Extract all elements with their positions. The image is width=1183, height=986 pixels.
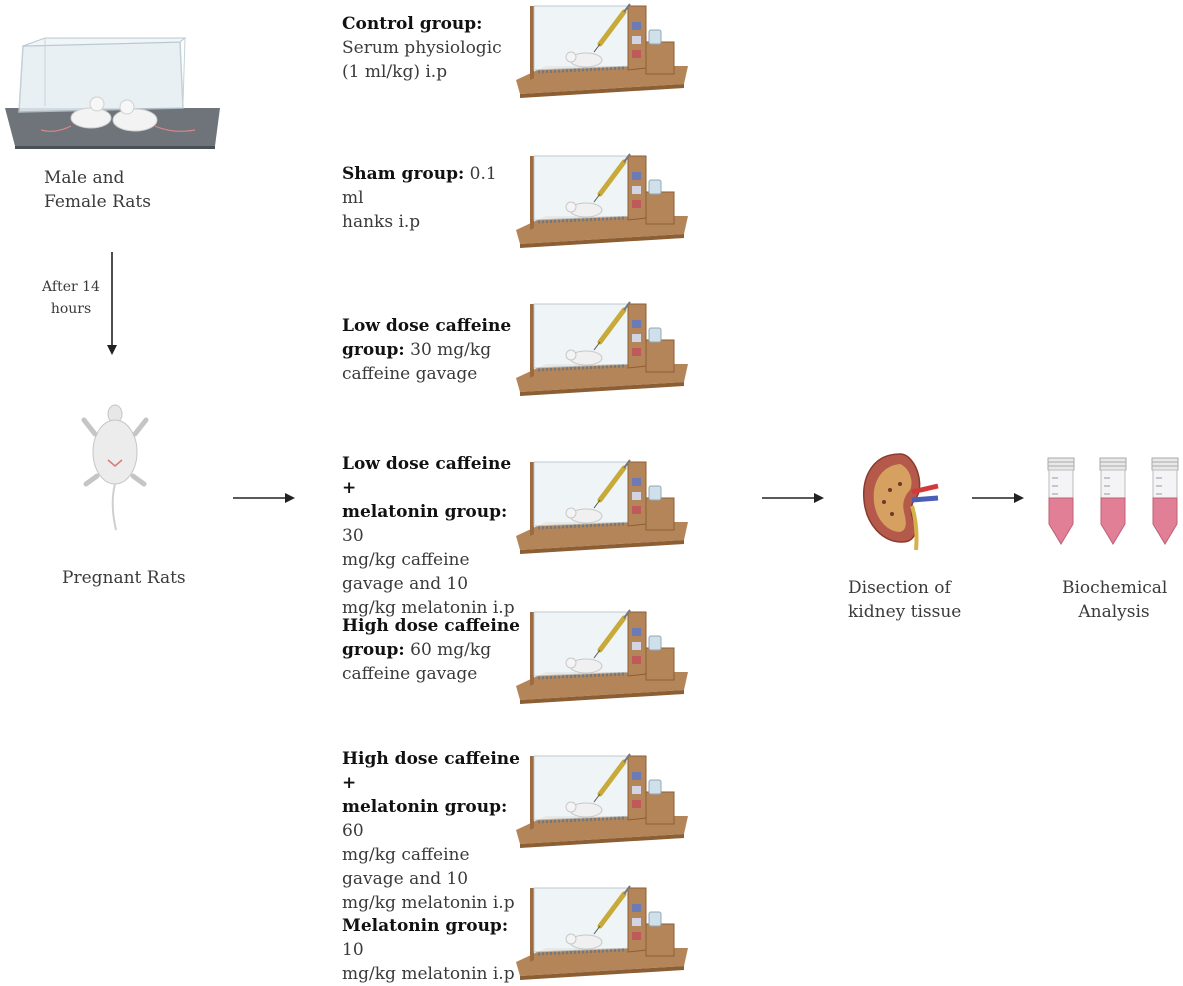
- group-control-line1: Serum physiologic: [342, 38, 502, 58]
- arrow-note: After 14 hours: [38, 276, 104, 320]
- group-control: Control group: Serum physiologic (1 ml/k…: [342, 12, 522, 84]
- test-tube-1: [1047, 457, 1075, 545]
- injection-box-sham: [516, 152, 688, 248]
- arrow-to-groups: [233, 493, 295, 503]
- group-low-caffeine-melatonin-title: Low dose caffeine +: [342, 454, 512, 498]
- group-high-caffeine-melatonin: High dose caffeine + melatonin group: 60…: [342, 747, 522, 915]
- pregnant-rats-caption: Pregnant Rats: [62, 568, 186, 588]
- group-low-caffeine-melatonin-line2: mg/kg caffeine: [342, 550, 470, 570]
- group-high-caffeine-melatonin-line3: gavage and 10: [342, 869, 469, 889]
- kidney-caption: Disection of kidney tissue: [848, 576, 961, 624]
- group-melatonin-line2: mg/kg melatonin i.p: [342, 964, 515, 984]
- group-low-caffeine-melatonin-line3: gavage and 10: [342, 574, 469, 594]
- arrow-to-kidney: [762, 493, 824, 503]
- group-high-caffeine-line2: caffeine gavage: [342, 664, 478, 684]
- group-low-caffeine-line2: caffeine gavage: [342, 364, 478, 384]
- injection-box-low-caffeine-melatonin: [516, 458, 688, 554]
- group-high-caffeine-line1: 60 mg/kg: [410, 640, 492, 660]
- test-tube-2: [1099, 457, 1127, 545]
- group-control-line2: (1 ml/kg) i.p: [342, 62, 448, 82]
- kidney-caption-line2: kidney tissue: [848, 602, 962, 622]
- test-tube-3: [1151, 457, 1179, 545]
- group-low-caffeine-melatonin-line4: mg/kg melatonin i.p: [342, 598, 515, 618]
- group-low-caffeine-line1: 30 mg/kg: [410, 340, 492, 360]
- group-melatonin-title: Melatonin group:: [342, 916, 509, 936]
- injection-box-high-caffeine: [516, 608, 688, 704]
- biochemical-caption-line2: Analysis: [1078, 602, 1150, 622]
- group-high-caffeine-title: High dose caffeine: [342, 616, 520, 636]
- mating-cage-caption-line1: Male and: [44, 168, 125, 188]
- group-sham: Sham group: 0.1 ml hanks i.p: [342, 162, 522, 234]
- down-arrow: [107, 252, 117, 355]
- group-high-caffeine: High dose caffeine group: 60 mg/kg caffe…: [342, 614, 522, 686]
- group-low-caffeine-melatonin: Low dose caffeine + melatonin group: 30 …: [342, 452, 522, 620]
- mating-cage-caption-line2: Female Rats: [44, 192, 151, 212]
- group-high-caffeine-melatonin-line2: mg/kg caffeine: [342, 845, 470, 865]
- kidney-caption-line1: Disection of: [848, 578, 951, 598]
- kidney-illustration: [863, 453, 939, 551]
- group-low-caffeine: Low dose caffeine group: 30 mg/kg caffei…: [342, 314, 522, 386]
- group-melatonin: Melatonin group: 10 mg/kg melatonin i.p: [342, 914, 522, 986]
- group-melatonin-line1: 10: [342, 940, 364, 960]
- group-high-caffeine-melatonin-line4: mg/kg melatonin i.p: [342, 893, 515, 913]
- group-sham-line2: hanks i.p: [342, 212, 421, 232]
- group-control-title: Control group:: [342, 14, 483, 34]
- pregnant-rat-illustration: [81, 404, 149, 531]
- group-low-caffeine-title2: group:: [342, 340, 405, 360]
- arrow-note-line2: hours: [50, 301, 92, 317]
- group-low-caffeine-title: Low dose caffeine: [342, 316, 512, 336]
- group-high-caffeine-melatonin-title2: melatonin group:: [342, 797, 508, 817]
- mating-cage-illustration: [5, 37, 220, 149]
- injection-box-high-caffeine-melatonin: [516, 752, 688, 848]
- injection-box-low-caffeine: [516, 300, 688, 396]
- group-high-caffeine-melatonin-line1: 60: [342, 821, 364, 841]
- injection-box-melatonin: [516, 884, 688, 980]
- injection-box-control: [516, 2, 688, 98]
- biochemical-caption-line1: Biochemical: [1062, 578, 1168, 598]
- group-high-caffeine-title2: group:: [342, 640, 405, 660]
- biochemical-caption: Biochemical Analysis: [1062, 576, 1168, 624]
- group-low-caffeine-melatonin-title2: melatonin group:: [342, 502, 508, 522]
- group-high-caffeine-melatonin-title: High dose caffeine +: [342, 749, 520, 793]
- arrow-to-analysis: [972, 493, 1024, 503]
- group-sham-line1: 0.1 ml: [342, 164, 497, 208]
- group-low-caffeine-melatonin-line1: 30: [342, 526, 364, 546]
- group-sham-title: Sham group:: [342, 164, 465, 184]
- arrow-note-line1: After 14: [42, 279, 100, 295]
- mating-cage-caption: Male and Female Rats: [44, 166, 151, 214]
